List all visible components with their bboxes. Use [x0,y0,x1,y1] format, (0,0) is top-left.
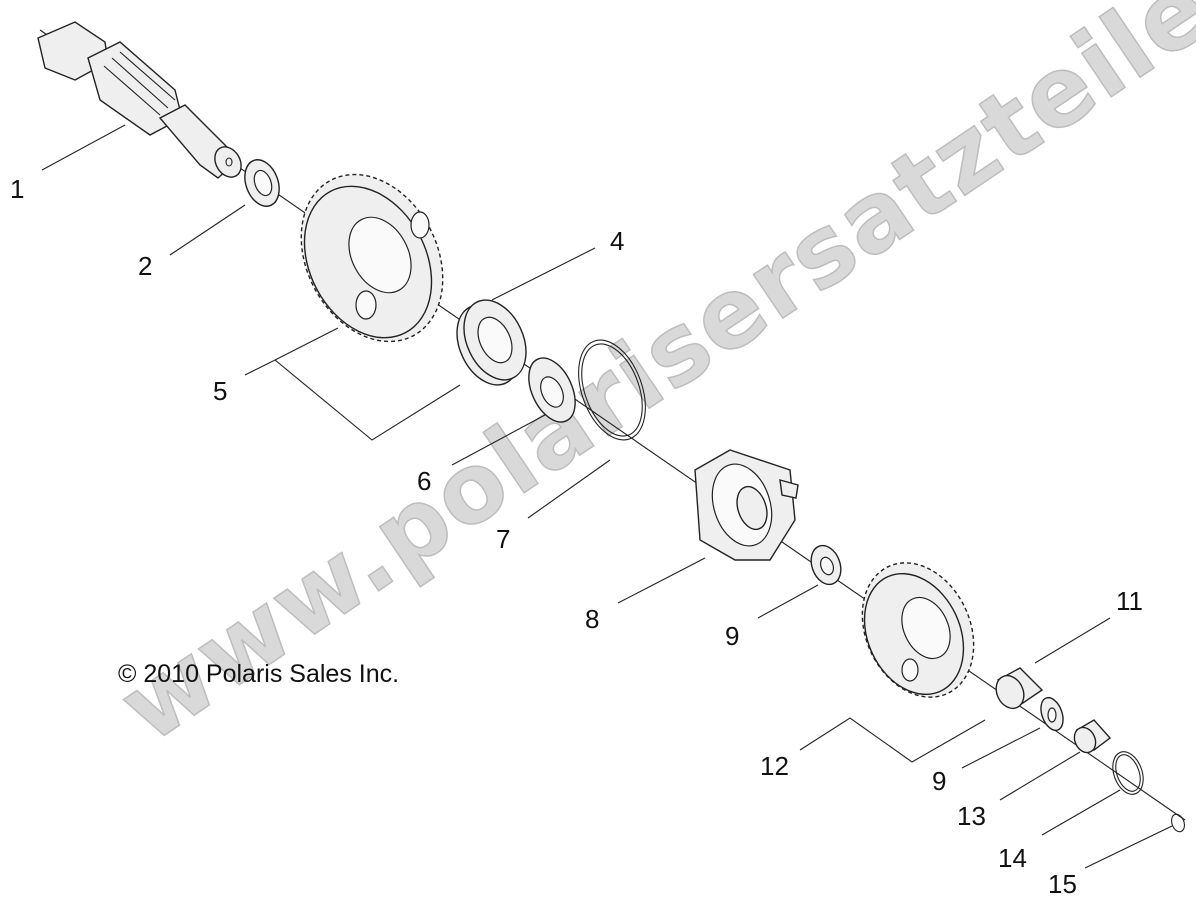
callout-11: 11 [1116,586,1143,616]
callout-12: 12 [760,751,789,781]
callout-9b: 9 [932,766,946,796]
callout-9a: 9 [725,621,739,651]
part-bushing-11 [995,667,1044,710]
callout-13: 13 [957,801,986,831]
part-lock-plate [528,357,576,423]
part-snap-ring [578,339,646,441]
part-washer-9a [810,544,842,586]
part-ring-15 [1171,813,1185,833]
part-shaft [37,21,242,179]
part-shift-dog [694,449,799,561]
callout-14: 14 [998,843,1027,873]
callout-1: 1 [10,174,24,204]
callout-7: 7 [496,524,510,554]
callout-8: 8 [585,604,599,634]
part-bushing-13 [1073,719,1112,754]
part-gear-small [861,562,975,698]
watermark-text: www.polarisersatzteile.de [100,0,1196,764]
part-washer-2 [244,159,280,207]
callout-6: 6 [417,466,431,496]
part-snap-ring-small [1112,751,1144,795]
copyright-text: © 2010 Polaris Sales Inc. [118,660,399,688]
callout-15: 15 [1048,869,1077,899]
leader-lines [41,124,1173,869]
part-washer-9b [1040,696,1064,732]
callout-2: 2 [138,251,152,281]
callout-5: 5 [213,376,227,406]
callout-4: 4 [610,226,624,256]
part-bearing [456,299,527,386]
part-gear-large [300,173,444,343]
